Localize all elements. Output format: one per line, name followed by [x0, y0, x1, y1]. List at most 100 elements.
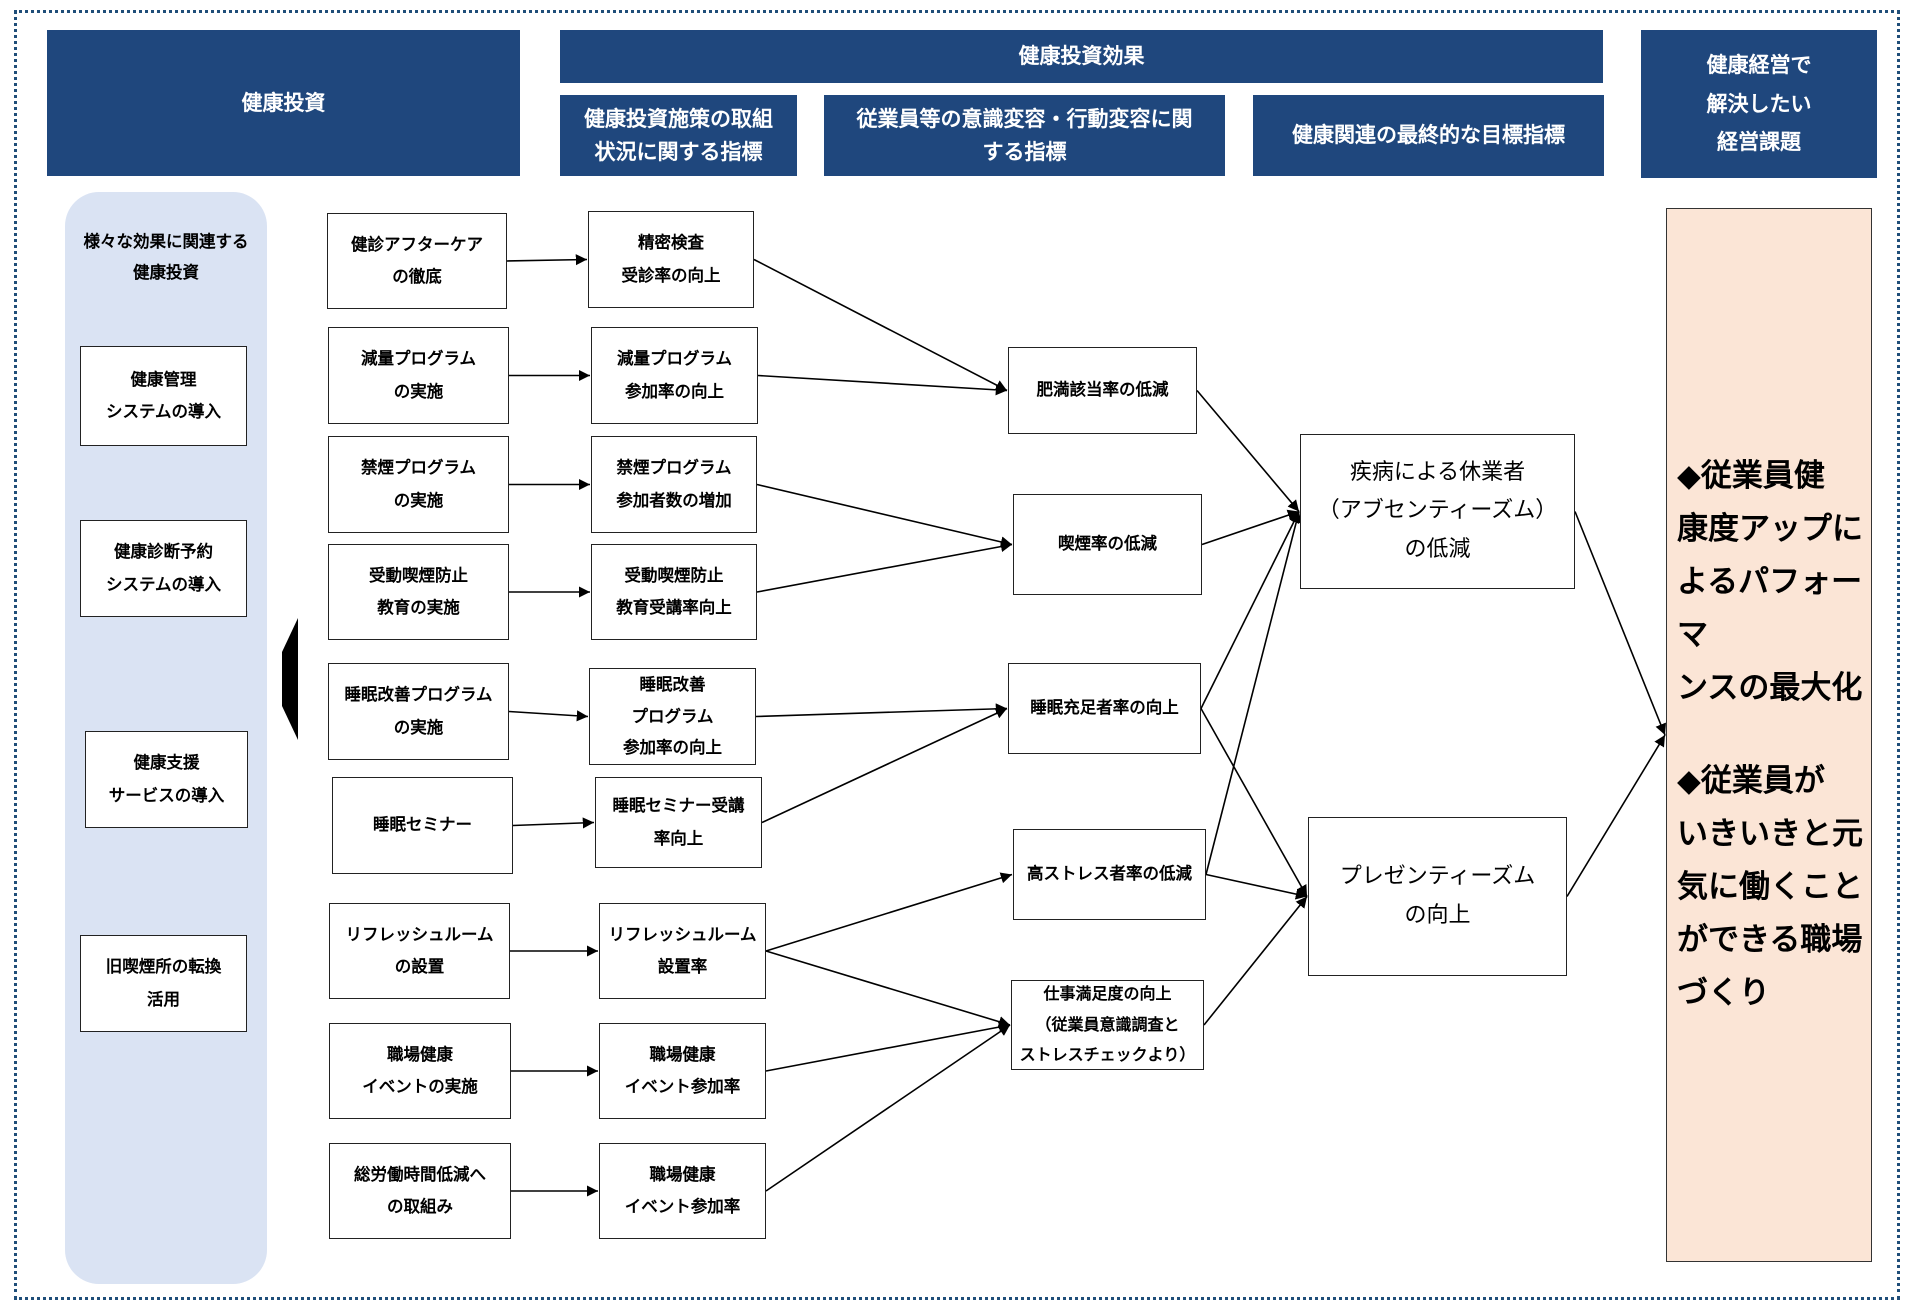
initiative-line: 健診アフターケア	[351, 234, 483, 254]
left-item-line: 健康支援	[133, 753, 200, 773]
initiative-metric-line: リフレッシュルーム	[608, 924, 757, 944]
initiative-box: 受動喫煙防止 教育の実施	[328, 544, 509, 640]
initiative-box: 禁煙プログラム の実施	[328, 436, 509, 533]
initiative-line: イベントの実施	[362, 1077, 478, 1096]
initiative-line: 受動喫煙防止	[369, 565, 468, 585]
connector-arrow	[1196, 389, 1300, 513]
initiative-metric-line: プログラム	[631, 706, 714, 726]
header-col1: 健康投資施策の取組 状況に関する指標	[560, 95, 797, 176]
initiative-metric-line: 参加率の向上	[625, 381, 724, 401]
initiative-line: 睡眠改善プログラム	[344, 685, 493, 705]
behavior-metric-box: 肥満該当率の低減	[1008, 347, 1197, 434]
initiative-line: 減量プログラム	[360, 349, 476, 369]
behavior-metric-line: 喫煙率の低減	[1058, 534, 1157, 554]
final-metric-line: の低減	[1404, 536, 1471, 562]
connector-arrow	[508, 710, 589, 722]
header-issue-line: 解決したい	[1706, 91, 1812, 116]
management-issue-box: ◆従業員健 康度アップに よるパフォーマ ンスの最大化 ◆従業員が いきいきと元…	[1666, 208, 1872, 1262]
initiative-line: の設置	[394, 957, 445, 976]
flow-arrow-icon	[282, 652, 298, 706]
initiative-line: 教育の実施	[377, 598, 460, 617]
initiative-box: 睡眠改善プログラム の実施	[328, 663, 509, 760]
initiative-line: 職場健康	[387, 1044, 453, 1064]
header-issue: 健康経営で 解決したい 経営課題	[1641, 30, 1877, 178]
initiative-metric-line: 睡眠セミナー受講	[612, 796, 745, 816]
connector-arrow	[1205, 511, 1302, 875]
initiative-metric-line: 職場健康	[649, 1044, 716, 1064]
header-col3-label: 健康関連の最終的な目標指標	[1292, 123, 1565, 148]
left-item-line: 健康管理	[130, 369, 197, 389]
initiative-metric-line: 受診率の向上	[621, 265, 721, 285]
left-panel-title: 様々な効果に関連する 健康投資	[65, 226, 267, 289]
final-metric-box: プレゼンティーズム の向上	[1308, 817, 1567, 976]
connector-arrow	[1201, 509, 1300, 546]
initiative-metric-line: 禁煙プログラム	[616, 458, 732, 478]
left-item: 健康支援 サービスの導入	[85, 731, 248, 828]
final-metric-line: （アブセンティーズム）	[1317, 498, 1558, 524]
connector-arrow	[1566, 734, 1666, 897]
initiative-line: 禁煙プログラム	[360, 458, 476, 478]
management-issue-line: ンスの最大化	[1677, 670, 1863, 706]
connector-arrow	[757, 374, 1008, 396]
connector-arrow	[1200, 708, 1308, 897]
initiative-metric-box: 睡眠改善 プログラム 参加率の向上	[589, 668, 756, 765]
connector-arrow	[765, 872, 1013, 952]
initiative-line: の実施	[393, 381, 444, 401]
initiative-line: の徹底	[392, 267, 442, 286]
initiative-metric-box: 精密検査 受診率の向上	[588, 211, 754, 308]
initiative-metric-line: イベント参加率	[624, 1077, 741, 1096]
initiative-metric-box: 職場健康 イベント参加率	[599, 1143, 766, 1239]
final-metric-line: プレゼンティーズム	[1339, 864, 1536, 889]
behavior-metric-box: 喫煙率の低減	[1013, 494, 1202, 595]
management-issue-line: ができる職場	[1677, 922, 1863, 958]
connector-arrow	[756, 483, 1013, 548]
initiative-box: 職場健康 イベントの実施	[329, 1023, 511, 1119]
header-col2: 従業員等の意識変容・行動変容に関 する指標	[824, 95, 1225, 176]
connector-arrow	[1574, 511, 1667, 736]
behavior-metric-line: 高ストレス者率の低減	[1027, 864, 1192, 884]
left-item-line: 健康診断予約	[114, 542, 213, 562]
header-effect-label: 健康投資効果	[1018, 44, 1145, 69]
header-col1-line: 状況に関する指標	[594, 139, 763, 164]
initiative-metric-box: 減量プログラム 参加率の向上	[591, 327, 758, 424]
header-investment: 健康投資	[47, 30, 520, 176]
initiative-metric-line: イベント参加率	[624, 1197, 741, 1216]
initiative-metric-line: 職場健康	[649, 1164, 716, 1184]
management-issue-line: 康度アップに	[1677, 511, 1863, 547]
connector-arrow	[1205, 873, 1308, 900]
initiative-metric-box: 禁煙プログラム 参加者数の増加	[591, 436, 757, 533]
header-col3: 健康関連の最終的な目標指標	[1253, 95, 1604, 176]
left-item-line: 旧喫煙所の転換	[105, 957, 222, 977]
initiative-line: リフレッシュルーム	[345, 924, 494, 944]
management-issue-line: ◆従業員が	[1677, 763, 1825, 799]
connector-arrow	[765, 950, 1011, 1028]
left-item: 健康管理 システムの導入	[80, 346, 247, 446]
management-issue-line: 気に働くこと	[1677, 869, 1863, 905]
final-metric-box: 疾病による休業者 （アブセンティーズム） の低減	[1300, 434, 1575, 589]
connector-arrow	[765, 1024, 1011, 1192]
behavior-metric-line: 仕事満足度の向上	[1043, 984, 1172, 1004]
behavior-metric-line: （従業員意識調査と	[1035, 1014, 1180, 1034]
initiative-metric-line: 精密検査	[638, 233, 704, 253]
initiative-line: の取組み	[387, 1197, 453, 1216]
management-issue-line: いきいきと元	[1677, 816, 1863, 852]
left-item-line: サービスの導入	[108, 785, 225, 805]
initiative-box: 健診アフターケア の徹底	[327, 213, 507, 309]
initiative-metric-line: 教育受講率向上	[616, 598, 732, 617]
initiative-box: 総労働時間低減へ の取組み	[329, 1143, 511, 1239]
behavior-metric-line: 睡眠充足者率の向上	[1030, 698, 1179, 718]
header-issue-line: 経営課題	[1717, 130, 1801, 155]
initiative-metric-box: 職場健康 イベント参加率	[599, 1023, 766, 1119]
behavior-metric-line: ストレスチェックより）	[1019, 1045, 1196, 1065]
management-issue-line: よるパフォーマ	[1677, 564, 1863, 653]
initiative-line: 睡眠セミナー	[373, 815, 472, 835]
header-col2-line: する指標	[982, 139, 1067, 164]
dotted-frame	[14, 10, 1900, 1300]
left-item-line: 活用	[147, 989, 180, 1009]
final-metric-line: 疾病による休業者	[1349, 459, 1526, 485]
connector-arrow	[1203, 895, 1308, 1026]
connector-arrow	[753, 258, 1008, 392]
initiative-metric-box: 受動喫煙防止 教育受講率向上	[591, 544, 757, 640]
initiative-metric-line: 減量プログラム	[616, 349, 732, 369]
